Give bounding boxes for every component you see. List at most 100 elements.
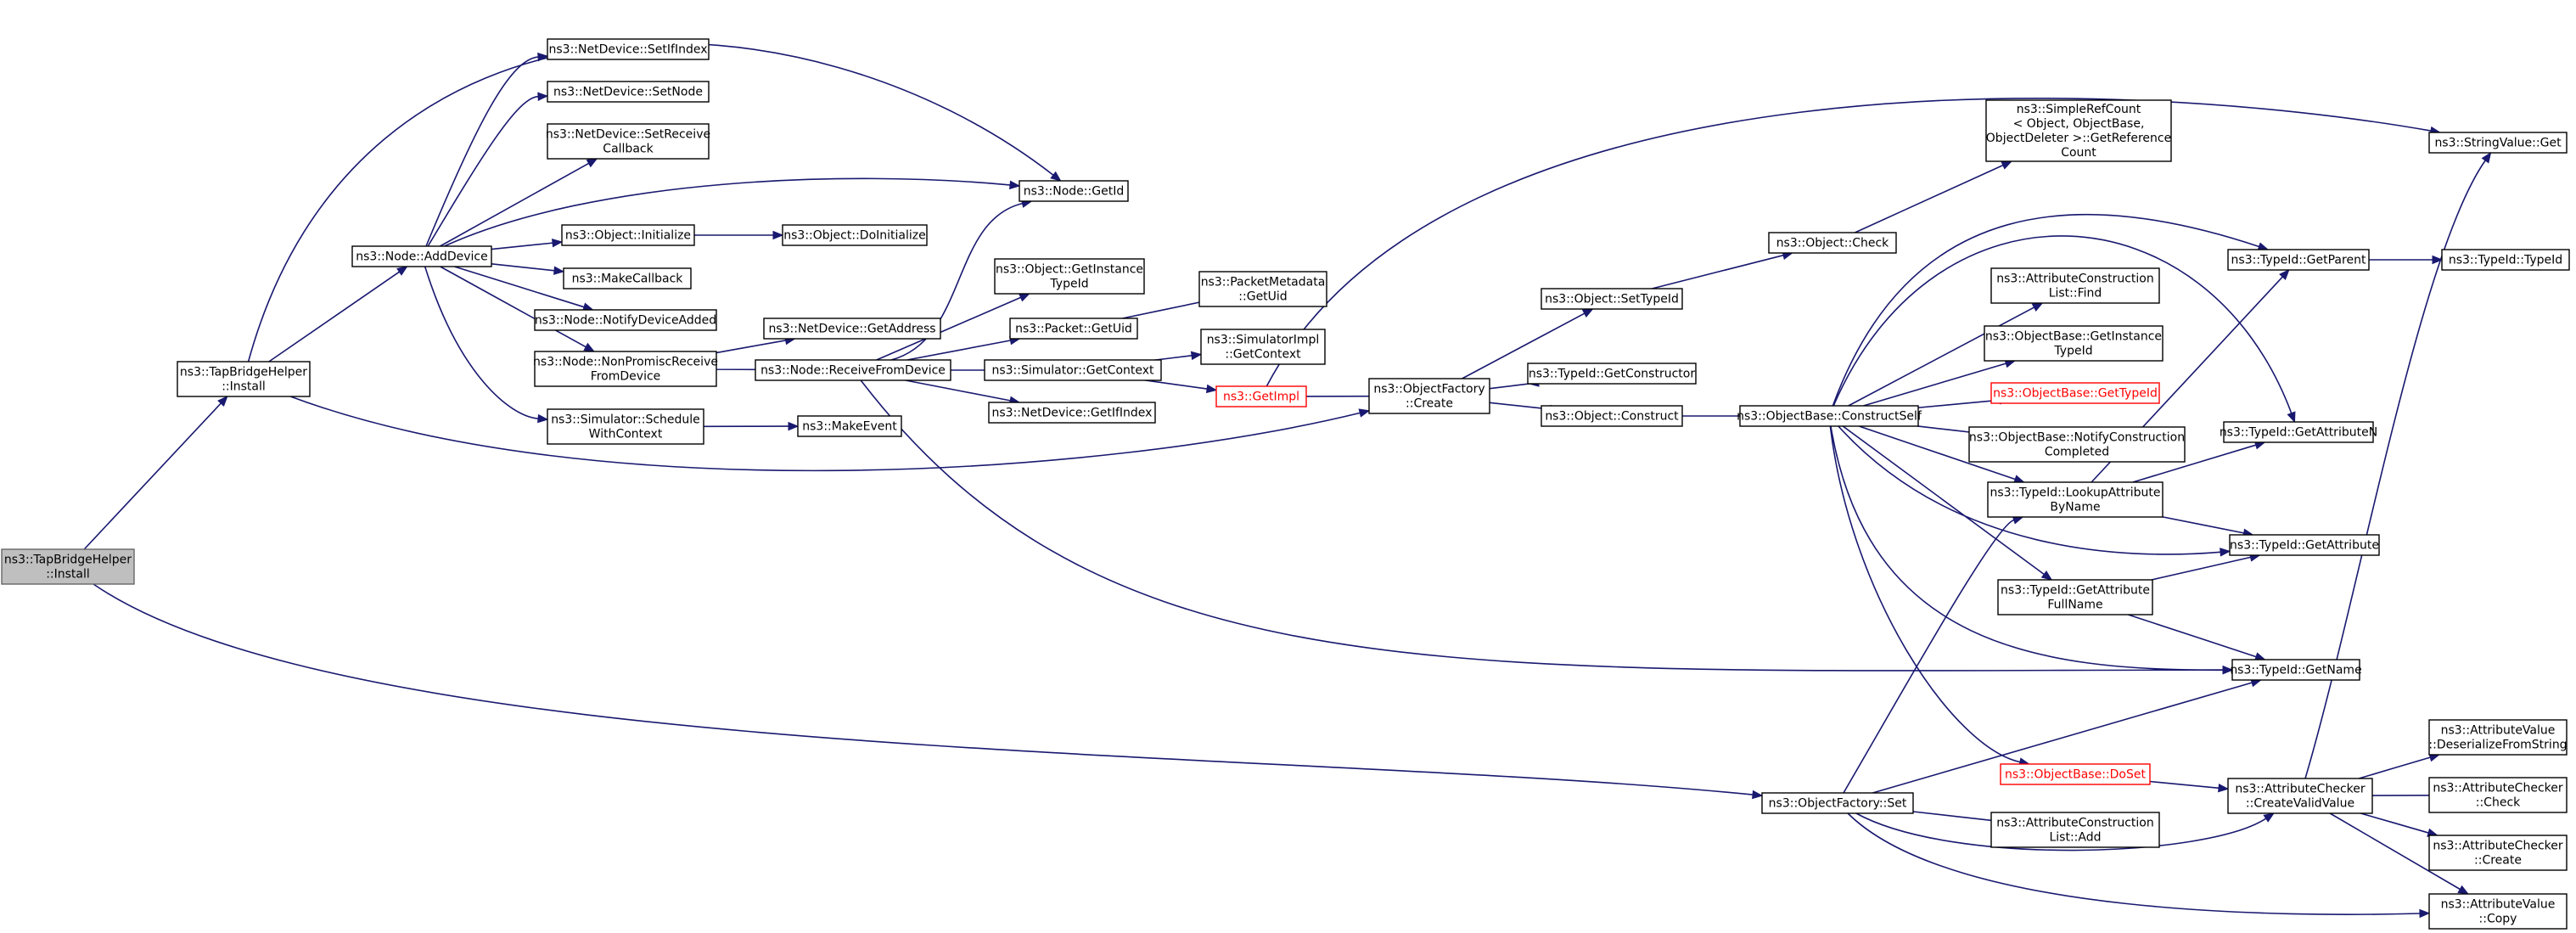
arrow-head-icon <box>396 266 408 276</box>
graph-node-nd-setnode[interactable]: ns3::NetDevice::SetNode <box>547 81 710 103</box>
graph-node-attrchecker-check[interactable]: ns3::AttributeChecker::Check <box>2428 777 2568 813</box>
arrow-head-icon <box>1019 293 1030 302</box>
graph-node-attrvalue-copy[interactable]: ns3::AttributeValue::Copy <box>2428 893 2568 930</box>
call-edge-line <box>444 177 1011 247</box>
call-edge <box>2329 812 2470 895</box>
graph-node-node-receivefromdevice[interactable]: ns3::Node::ReceiveFromDevice <box>755 359 951 381</box>
node-box <box>2428 719 2568 756</box>
node-box <box>1990 812 2160 848</box>
graph-node-stringvalue-get[interactable]: ns3::StringValue::Get <box>2428 132 2568 154</box>
graph-node-obj-initialize[interactable]: ns3::Object::Initialize <box>561 224 695 246</box>
call-edge <box>440 266 596 352</box>
call-edge <box>289 396 1371 472</box>
graph-node-makecallback[interactable]: ns3::MakeCallback <box>563 267 692 289</box>
node-label: ns3::MakeCallback <box>572 273 684 286</box>
graph-node-node-getid[interactable]: ns3::Node::GetId <box>1019 180 1129 202</box>
graph-node-simplerefcount[interactable]: ns3::SimpleRefCount< Object, ObjectBase,… <box>1985 99 2172 162</box>
node-label: ns3::Node::AddDevice <box>356 250 487 264</box>
graph-node-tbh-install[interactable]: ns3::TapBridgeHelper::Install <box>177 361 311 397</box>
node-box <box>2428 835 2568 871</box>
node-label: ::Check <box>2476 796 2521 810</box>
call-edge <box>93 583 1764 800</box>
node-label: ns3::ObjectBase::DoSet <box>2005 768 2146 782</box>
call-edge-line <box>440 266 586 348</box>
graph-node-obj-settypeid[interactable]: ns3::Object::SetTypeId <box>1541 288 1683 310</box>
call-edge <box>1830 425 2234 675</box>
graph-node-sim-getcontext[interactable]: ns3::Simulator::GetContext <box>984 359 1162 381</box>
node-label: ns3::MakeEvent <box>802 420 897 434</box>
arrow-head-icon <box>2040 570 2053 581</box>
graph-node-typeid-getparent[interactable]: ns3::TypeId::GetParent <box>2227 249 2370 271</box>
graph-node-tbh-install-root[interactable]: ns3::TapBridgeHelper::Install <box>1 548 135 585</box>
node-box <box>563 267 692 289</box>
arrow-head-icon <box>2263 812 2276 823</box>
call-edge <box>2151 553 2261 581</box>
graph-node-objbase-constructself[interactable]: ns3::ObjectBase::ConstructSelf <box>1737 405 1922 427</box>
graph-node-obj-check[interactable]: ns3::Object::Check <box>1768 232 1897 254</box>
call-edge-line <box>860 379 2224 672</box>
node-box <box>1984 325 2164 362</box>
call-edge-line <box>2358 756 2432 779</box>
graph-node-packet-getuid[interactable]: ns3::Packet::GetUid <box>1009 318 1138 340</box>
arrow-head-icon <box>552 239 564 248</box>
graph-node-makeevent[interactable]: ns3::MakeEvent <box>797 415 902 437</box>
graph-node-node-adddevice[interactable]: ns3::Node::AddDevice <box>351 245 492 267</box>
call-edge-line <box>424 266 539 419</box>
node-label: ns3::StringValue::Get <box>2434 137 2562 150</box>
node-label: TypeId <box>1049 278 1088 291</box>
node-box <box>782 224 928 246</box>
arrow-head-icon <box>1050 171 1062 182</box>
graph-node-objbase-gettypeid[interactable]: ns3::ObjectBase::GetTypeId <box>1990 382 2160 404</box>
node-box <box>2428 132 2568 154</box>
node-label: ns3::ObjectFactory::Set <box>1769 797 1907 811</box>
graph-node-nd-setifindex[interactable]: ns3::NetDevice::SetIfIndex <box>547 38 710 60</box>
node-label: ::Create <box>1406 397 1453 411</box>
call-edge <box>1652 250 1793 289</box>
graph-node-attrvalue-deserialize[interactable]: ns3::AttributeValue::DeserializeFromStri… <box>2428 719 2568 756</box>
arrow-head-icon <box>2222 666 2234 675</box>
node-box <box>2227 249 2370 271</box>
arrow-head-icon <box>2432 255 2444 265</box>
graph-node-getimpl[interactable]: ns3::GetImpl <box>1215 385 1307 407</box>
graph-node-objfactory-create[interactable]: ns3::ObjectFactory::Create <box>1368 378 1490 414</box>
graph-node-objbase-notifyconstr[interactable]: ns3::ObjectBase::NotifyConstructionCompl… <box>1968 426 2186 463</box>
call-edge-line <box>906 340 1011 361</box>
call-edge-line <box>1652 254 1784 289</box>
call-edge-line <box>425 56 539 247</box>
node-label: ns3::Object::DoInitialize <box>783 229 925 243</box>
node-box <box>1215 385 1307 407</box>
graph-node-typeid-getattribute[interactable]: ns3::TypeId::GetAttribute <box>2229 534 2380 556</box>
graph-node-obj-construct[interactable]: ns3::Object::Construct <box>1541 405 1683 427</box>
graph-node-obj-doinitialize[interactable]: ns3::Object::DoInitialize <box>782 224 928 246</box>
graph-node-attrchecker-create[interactable]: ns3::AttributeChecker::Create <box>2428 835 2568 871</box>
call-edge-line <box>1848 306 2034 407</box>
node-label: ns3::SimulatorImpl <box>1207 334 1320 347</box>
graph-node-typeid-typeid[interactable]: ns3::TypeId::TypeId <box>2441 249 2570 271</box>
graph-node-attrchecker-createvalid[interactable]: ns3::AttributeChecker::CreateValidValue <box>2227 778 2373 814</box>
graph-node-objfactory-set[interactable]: ns3::ObjectFactory::Set <box>1761 792 1914 814</box>
arrow-head-icon <box>2220 548 2231 557</box>
graph-node-pktmeta-getuid[interactable]: ns3::PacketMetadata::GetUid <box>1198 271 1327 307</box>
node-label: ns3::Simulator::Schedule <box>551 413 700 427</box>
arrow-head-icon <box>788 421 800 431</box>
call-edge <box>2368 255 2444 265</box>
graph-node-nd-getaddress[interactable]: ns3::NetDevice::GetAddress <box>763 318 941 340</box>
graph-node-simimpl-getcontext[interactable]: ns3::SimulatorImpl::GetContext <box>1200 329 1326 365</box>
graph-node-typeid-getconstructor[interactable]: ns3::TypeId::GetConstructor <box>1527 363 1697 385</box>
graph-node-nd-getifindex[interactable]: ns3::NetDevice::GetIfIndex <box>988 402 1156 424</box>
graph-node-typeid-getattributen[interactable]: ns3::TypeId::GetAttributeN <box>2220 421 2377 443</box>
graph-node-node-notifydeviceadded[interactable]: ns3::Node::NotifyDeviceAdded <box>534 309 717 331</box>
graph-node-typeid-getname[interactable]: ns3::TypeId::GetName <box>2230 659 2362 681</box>
node-label: ns3::ObjectBase::GetInstance <box>1985 330 2162 344</box>
graph-node-objbase-doset[interactable]: ns3::ObjectBase::DoSet <box>2000 763 2151 785</box>
